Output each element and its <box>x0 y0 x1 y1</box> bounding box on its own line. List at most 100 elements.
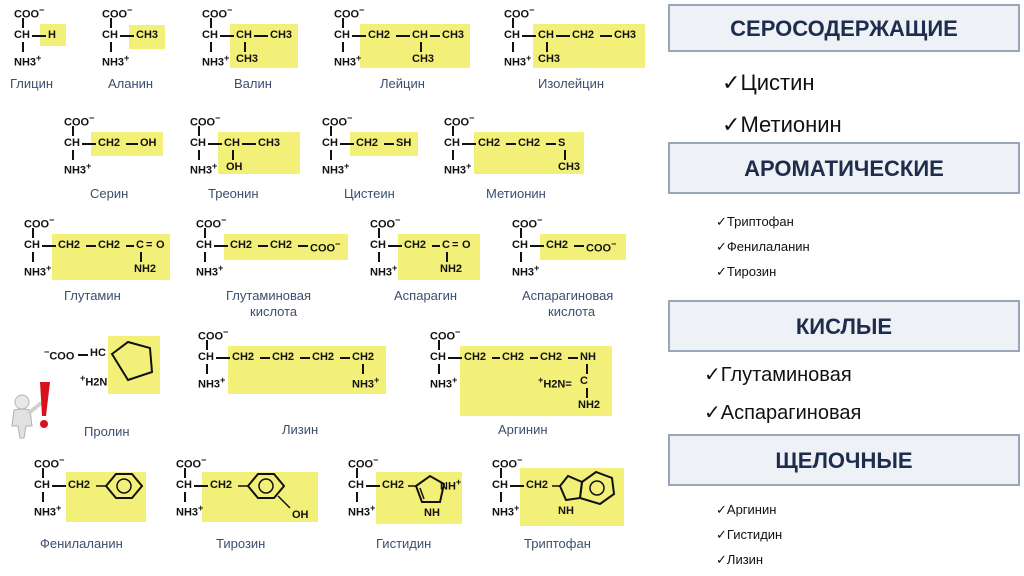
ch2-label: CH2 <box>368 29 391 41</box>
s-label: S <box>558 137 566 149</box>
ch-label: CH <box>538 29 554 41</box>
coo-label: COO− <box>190 113 221 129</box>
phenol-ring <box>238 473 291 509</box>
ch-label: CH <box>14 29 30 41</box>
nh3-label: NH3+ <box>348 503 376 519</box>
ch2-label: CH2 <box>572 29 595 41</box>
ch-label: CH <box>492 479 508 491</box>
h2n-label: +H2N <box>80 373 108 389</box>
r-group-highlight <box>376 472 462 524</box>
coo-label: COO− <box>24 215 55 231</box>
ch2-label: CH2 <box>540 351 563 363</box>
r-group-highlight <box>40 24 66 46</box>
amino-acid-name: Триптофан <box>524 536 591 551</box>
coo-label: COO− <box>492 455 523 471</box>
nh3-label: NH3+ <box>102 53 130 69</box>
amino-acid-name: Аспарагин <box>394 288 458 303</box>
aromatic-item: ✓Фенилаланин <box>716 239 810 254</box>
amino-acid-name: Изолейцин <box>538 76 605 91</box>
o-label: O <box>462 239 471 251</box>
oh-label: OH <box>140 137 157 149</box>
nh3-label: NH3+ <box>322 161 350 177</box>
amino-acid-name: Лейцин <box>380 76 425 91</box>
ch2-label: CH2 <box>404 239 427 251</box>
h-label: H <box>48 29 56 41</box>
nh3-label: NH3+ <box>334 53 362 69</box>
ch-label: CH <box>190 137 206 149</box>
r-group-highlight <box>230 24 298 68</box>
ch-label: CH <box>34 479 50 491</box>
h2n-label: +H2N= <box>538 375 572 391</box>
ch3-label: CH3 <box>614 29 637 41</box>
basic-header: ЩЕЛОЧНЫЕ <box>668 434 1020 486</box>
amino-acid-name: Цистеин <box>344 186 395 201</box>
ch2-label: CH2 <box>270 239 293 251</box>
ch-label: CH <box>24 239 40 251</box>
imidazole-ring <box>408 474 446 503</box>
ch-label: CH <box>504 29 520 41</box>
ch2-label: CH2 <box>232 351 255 363</box>
ch2-label: CH2 <box>272 351 295 363</box>
ch-label: CH <box>176 479 192 491</box>
nh3-label: NH3+ <box>64 161 92 177</box>
ch2-label: CH2 <box>518 137 541 149</box>
nh3-label: NH3+ <box>196 263 224 279</box>
coo-label: COO− <box>430 327 461 343</box>
coo-label: COO− <box>322 113 353 129</box>
nh3-label: NH3+ <box>352 375 380 391</box>
nh2-label: NH2 <box>578 399 601 411</box>
ch3-label: CH3 <box>538 53 561 65</box>
amino-acid-name: Глицин <box>10 76 54 91</box>
amino-acid-name: Аланин <box>108 76 154 91</box>
nh3-label: NH3+ <box>512 263 540 279</box>
amino-acid-name: Валин <box>234 76 272 91</box>
o-label: O <box>156 239 165 251</box>
basic-item: ✓Аргинин <box>716 502 777 517</box>
coo-label: −COO <box>44 347 75 363</box>
ch2-label: CH2 <box>98 137 121 149</box>
nh3-label: NH3+ <box>430 375 458 391</box>
c-label: C <box>442 239 450 251</box>
ch3-label: CH3 <box>236 53 259 65</box>
coo-label: COO− <box>586 239 617 255</box>
c-label: C <box>580 375 588 387</box>
sh-label: SH <box>396 137 412 149</box>
coo-label: COO− <box>14 5 45 21</box>
coo-label: COO− <box>102 5 133 21</box>
coo-label: COO− <box>176 455 207 471</box>
acidic-item: ✓Глутаминовая <box>704 364 852 386</box>
coo-label: COO− <box>196 215 227 231</box>
r-group-highlight <box>540 234 626 260</box>
coo-label: COO− <box>512 215 543 231</box>
r-group-highlight <box>533 24 645 68</box>
nh-label: NH <box>424 507 440 519</box>
nh3-label: NH3+ <box>202 53 230 69</box>
ch-label: CH <box>512 239 528 251</box>
benzene-ring <box>96 473 144 499</box>
ch2-label: CH2 <box>502 351 525 363</box>
r-group-highlight <box>474 132 584 174</box>
nh-label: NH+ <box>440 477 462 493</box>
nh-label: NH <box>580 351 596 363</box>
ch2-label: CH2 <box>98 239 121 251</box>
coo-label: COO− <box>202 5 233 21</box>
ch2-label: CH2 <box>382 479 405 491</box>
nh3-label: NH3+ <box>444 161 472 177</box>
ch3-label: CH3 <box>136 29 159 41</box>
coo-label: COO− <box>310 239 341 255</box>
ch2-label: CH2 <box>312 351 335 363</box>
ch-label: CH <box>224 137 240 149</box>
basic-item: ✓Гистидин <box>716 527 783 542</box>
aromatic-item: ✓Триптофан <box>716 214 794 229</box>
amino-acid-name: Серин <box>90 186 129 201</box>
ch-label: CH <box>370 239 386 251</box>
coo-label: COO− <box>444 113 475 129</box>
ch-label: CH <box>430 351 446 363</box>
person-exclamation-icon <box>11 382 50 439</box>
nh3-label: NH3+ <box>198 375 226 391</box>
ch3-label: CH3 <box>412 53 435 65</box>
oh-label: OH <box>226 161 243 173</box>
c-label: C <box>136 239 144 251</box>
amino-acid-name: Аргинин <box>498 422 548 437</box>
ch2-label: CH2 <box>464 351 487 363</box>
